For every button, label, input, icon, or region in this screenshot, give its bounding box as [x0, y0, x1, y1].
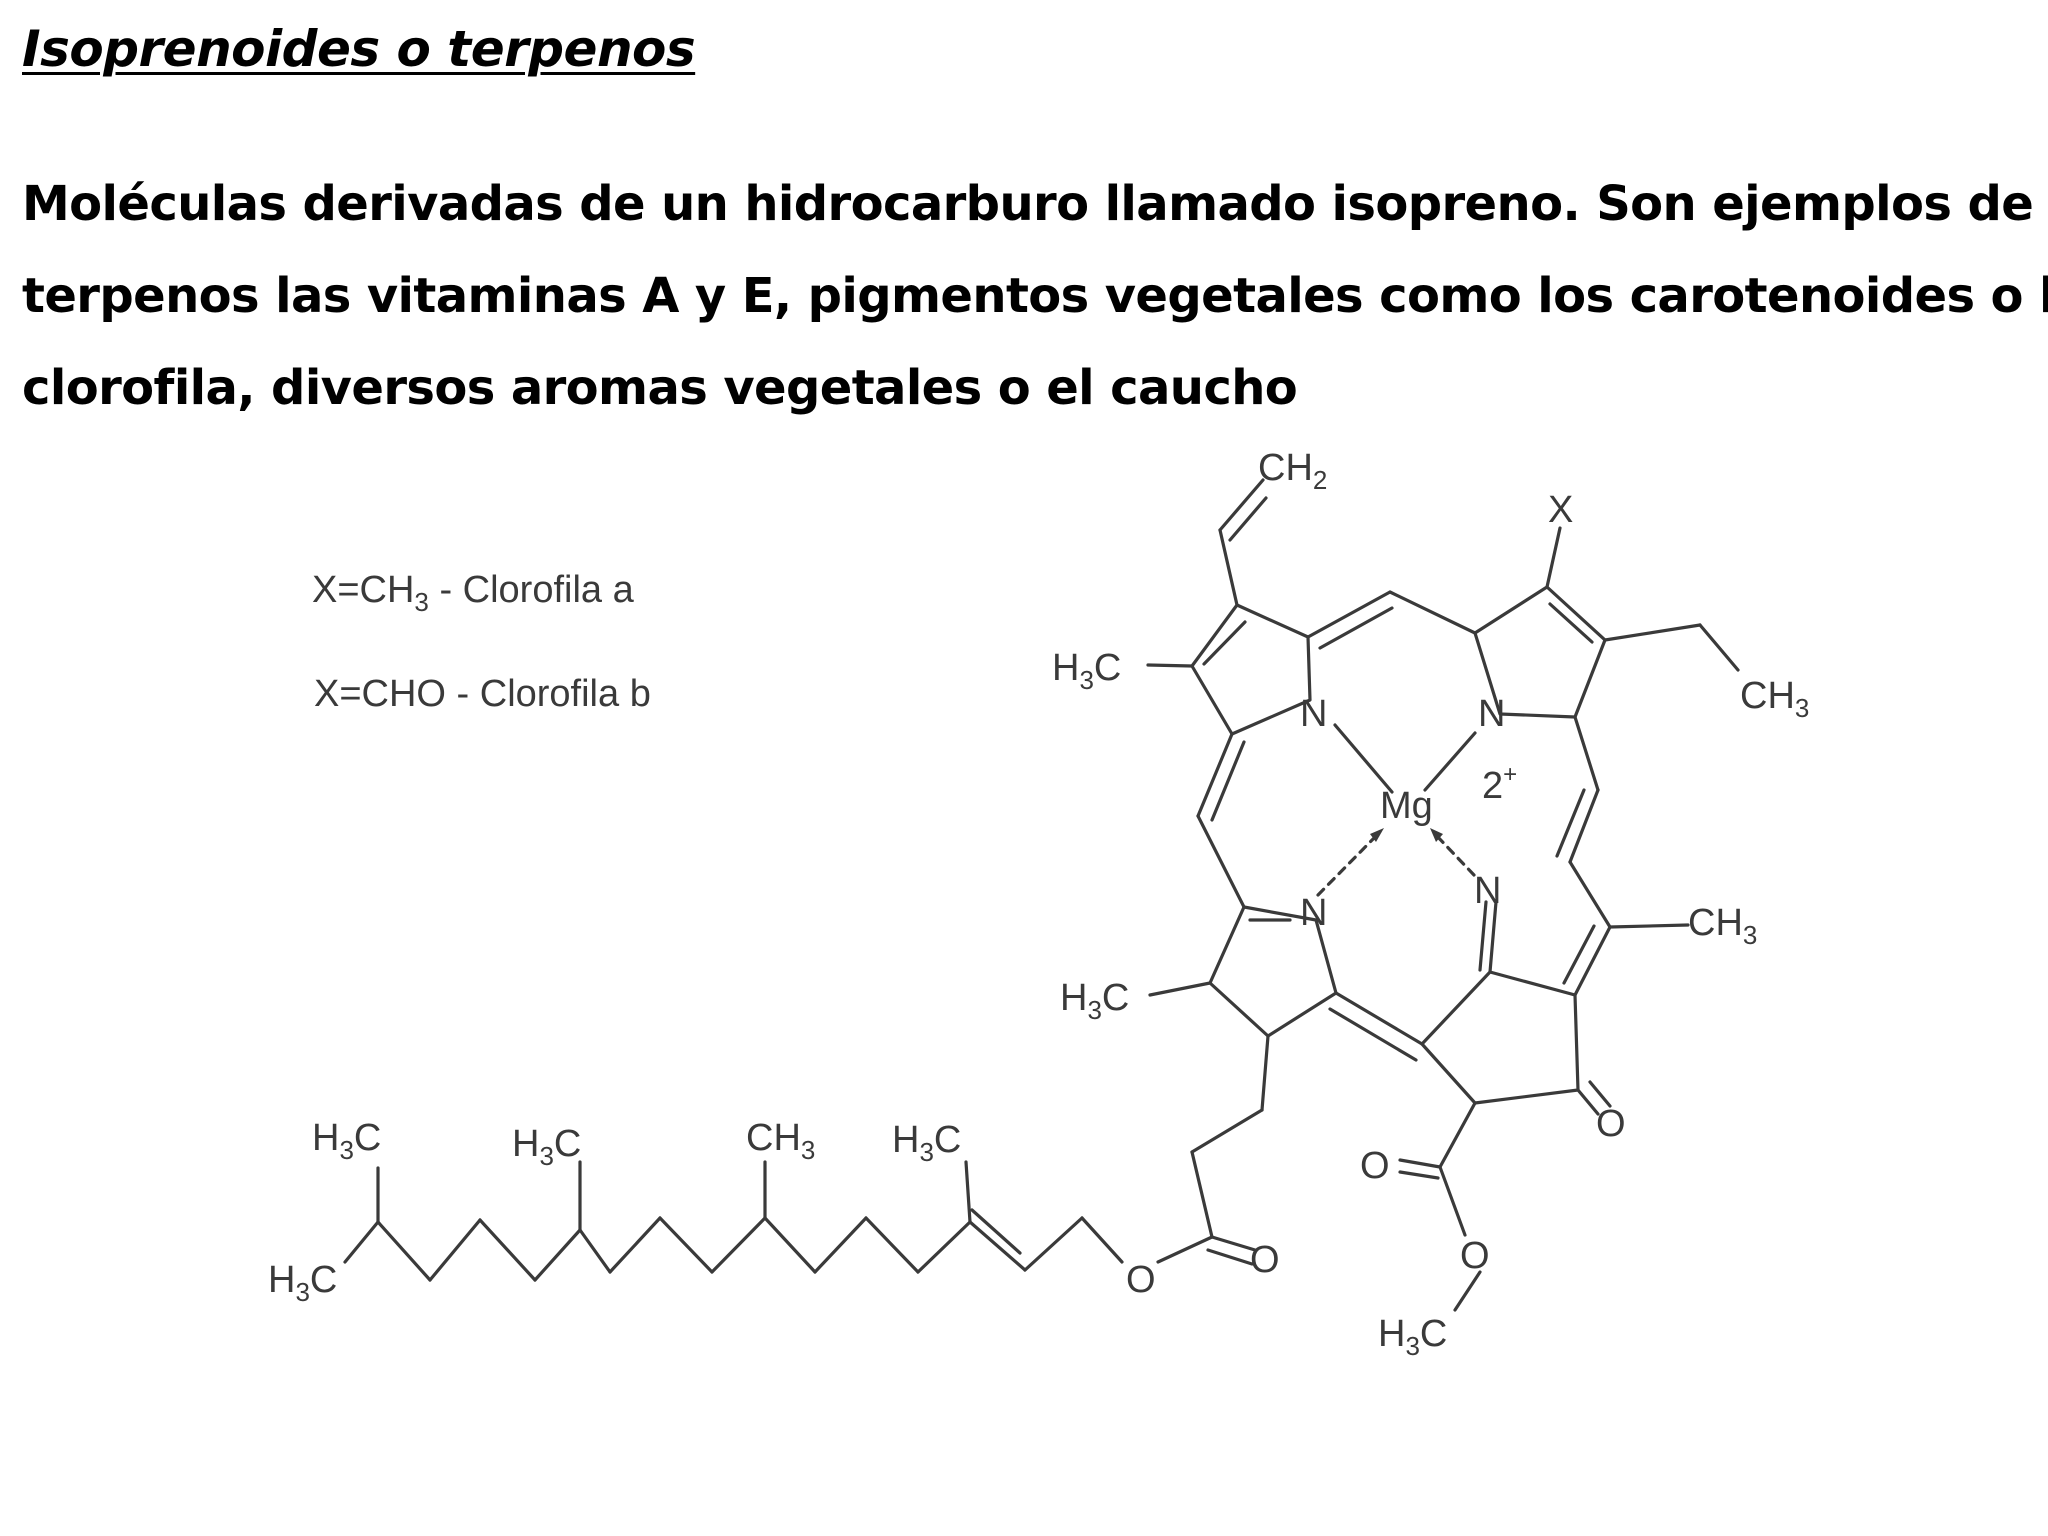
phytyl-carbonyl-oxygen-label: O [1250, 1239, 1280, 1281]
magnesium-label: Mg [1380, 785, 1433, 827]
legend-chlorophyll-a: X=CH3 - Clorofila a [312, 569, 635, 617]
chain-h3c-1-label: H3C [312, 1117, 381, 1165]
chain-h3c-terminal-label: H3C [268, 1259, 337, 1307]
nitrogen-4-label: N [1474, 870, 1501, 912]
nitrogen-3-label: N [1300, 892, 1327, 934]
methoxy-h3c-label: H3C [1378, 1313, 1447, 1361]
ethyl-ch3-label: CH3 [1740, 675, 1809, 723]
structure-bonds [343, 478, 1740, 1312]
chain-h3c-2-label: H3C [512, 1123, 581, 1171]
vinyl-ch2-label: CH2 [1258, 447, 1327, 495]
nitrogen-1-label: N [1300, 693, 1327, 735]
coordination-arrowheads [1370, 828, 1443, 842]
structure-atom-labels: CH2 X H3C CH3 N N 2+ Mg N N CH3 H3C O O … [268, 447, 1809, 1361]
phytyl-ester-oxygen-label: O [1126, 1259, 1156, 1301]
h3c-mid-left-label: H3C [1060, 977, 1129, 1025]
paragraph-line-1: Moléculas derivadas de un hidrocarburo l… [22, 176, 2034, 232]
keto-oxygen-label: O [1596, 1103, 1626, 1145]
page-title: Isoprenoides o terpenos [22, 20, 696, 78]
paragraph-line-2: terpenos las vitaminas A y E, pigmentos … [22, 268, 2048, 324]
chain-h3c-3-label: H3C [892, 1119, 961, 1167]
ester-carbonyl-oxygen-label: O [1360, 1145, 1390, 1187]
h3c-top-left-label: H3C [1052, 647, 1121, 695]
legend-chlorophyll-b: X=CHO - Clorofila b [314, 673, 651, 715]
chain-ch3-label: CH3 [746, 1117, 815, 1165]
methyl-right-label: CH3 [1688, 902, 1757, 950]
x-substituent-label: X [1548, 489, 1573, 531]
charge-label: 2+ [1482, 761, 1517, 807]
structure-legend: X=CH3 - Clorofila a X=CHO - Clorofila b [312, 569, 651, 715]
description-paragraph: Moléculas derivadas de un hidrocarburo l… [22, 158, 2048, 434]
nitrogen-2-label: N [1478, 693, 1505, 735]
ester-oxygen-label: O [1460, 1235, 1490, 1277]
paragraph-line-3: clorofila, diversos aromas vegetales o e… [22, 360, 1298, 416]
